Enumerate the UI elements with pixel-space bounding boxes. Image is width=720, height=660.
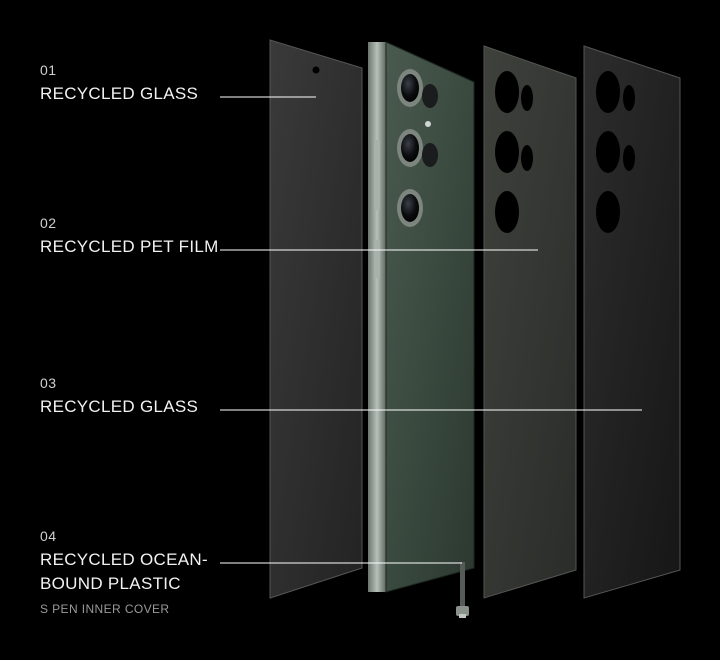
callout-title: RECYCLED OCEAN- BOUND PLASTIC [40,548,208,596]
callout-title-line-1: RECYCLED OCEAN- [40,550,208,569]
callout-number: 02 [40,215,57,231]
callout-01: 01 RECYCLED GLASS [40,62,198,106]
callout-title: RECYCLED GLASS [40,397,199,416]
callout-number: 04 [40,528,57,544]
callout-03: 03 RECYCLED GLASS [40,375,198,419]
callout-02: 02 RECYCLED PET FILM [40,215,219,259]
callout-subtitle: S PEN INNER COVER [40,602,170,616]
volume-button [374,140,380,210]
callout-title: RECYCLED PET FILM [40,237,219,256]
callout-title: RECYCLED GLASS [40,84,199,103]
callout-number: 03 [40,375,57,391]
front-glass-panel [269,39,363,599]
phone-body [368,41,475,618]
callout-number: 01 [40,62,57,78]
callout-04: 04 RECYCLED OCEAN- BOUND PLASTIC S PEN I… [40,528,208,616]
camera-lenses [397,69,438,227]
front-camera-hole [312,66,320,74]
power-button [374,240,380,278]
pet-film-panel [483,45,577,599]
s-pen [456,562,469,618]
back-glass-panel [583,45,681,599]
callout-title-line-2: BOUND PLASTIC [40,574,181,593]
